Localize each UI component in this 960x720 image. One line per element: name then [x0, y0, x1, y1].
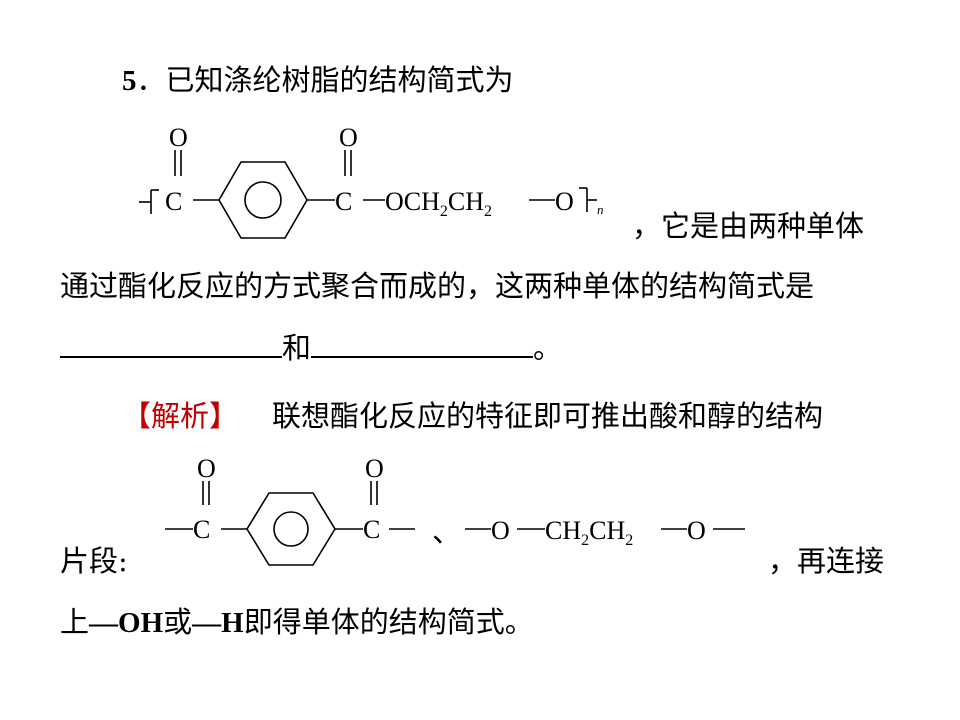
answer-blank-2[interactable] — [311, 328, 534, 358]
answer-blank-1[interactable] — [60, 328, 282, 358]
fragment-oxygen-left: O — [197, 454, 216, 483]
question-line-2: 通过酯化反应的方式聚合而成的，这两种单体的结构简式是 — [60, 269, 815, 303]
fragment-separator: 、 — [432, 515, 462, 549]
line3-prefix: 上 — [60, 605, 90, 639]
carbonyl-carbon-left: C — [165, 187, 182, 216]
carbonyl-oxygen-right: O — [339, 123, 358, 152]
and-word: 和 — [282, 331, 312, 365]
question-number: 5 — [122, 65, 137, 97]
question-number-punct: ． — [136, 63, 166, 97]
fragments-label: 片段: — [60, 544, 128, 578]
carbonyl-oxygen-left: O — [169, 123, 188, 152]
end-mark: 。 — [533, 331, 563, 365]
fragment-carbon-right: C — [363, 515, 380, 544]
alcohol-oxygen-2: O — [687, 516, 706, 545]
polymer-subscript-n: n — [597, 202, 604, 217]
alcohol-oxygen-1: O — [491, 516, 510, 545]
question-stem: 5．已知涤纶树脂的结构简式为 — [122, 62, 514, 99]
line3-suffix: 即得单体的结构简式。 — [243, 605, 534, 639]
question-tail-1: ，它是由两种单体 — [632, 209, 865, 243]
analysis-line-1: 【解析】联想酯化反应的特征即可推出酸和醇的结构 — [122, 398, 823, 434]
analysis-tail: ，再连接 — [768, 544, 885, 578]
hydrogen-group: —H — [192, 607, 244, 639]
chain-och2: OCH2CH2 — [385, 187, 492, 220]
alcohol-fragment-formula: O CH2CH2 O — [465, 516, 745, 549]
alcohol-ch2ch2: CH2CH2 — [545, 516, 633, 549]
analysis-text-1: 联想酯化反应的特征即可推出酸和醇的结构 — [272, 399, 824, 433]
chain-oxygen-end: O — [555, 187, 574, 216]
question-stem-text: 已知涤纶树脂的结构简式为 — [165, 63, 514, 97]
analysis-label: 【解析】 — [122, 399, 239, 433]
answer-blanks-line: 和。 — [60, 328, 562, 366]
carbonyl-carbon-right: C — [335, 187, 352, 216]
fragment-oxygen-right: O — [365, 454, 384, 483]
analysis-line-3: 上—OH或—H即得单体的结构简式。 — [60, 604, 534, 641]
hydroxyl-group: —OH — [89, 607, 164, 639]
or-word: 或 — [163, 605, 193, 639]
polyester-structure-formula: O O C C OCH2CH2 O n — [139, 123, 604, 239]
acid-fragment-formula: O O C C — [165, 454, 415, 566]
fragment-carbon-left: C — [193, 515, 210, 544]
